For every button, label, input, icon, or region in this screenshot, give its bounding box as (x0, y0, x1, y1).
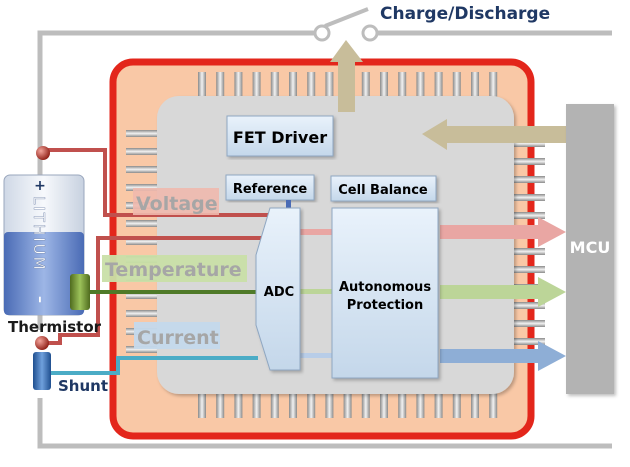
chip-pin-top (270, 72, 279, 98)
chip-pin-bottom (343, 392, 352, 418)
chip-pin-bottom (361, 392, 370, 418)
current-wire (50, 356, 258, 375)
chip-pin-top (416, 72, 425, 98)
chip-pin-bottom (234, 392, 243, 418)
temperature-label-bg (102, 255, 247, 282)
voltage-output-arrow (440, 217, 566, 247)
charge-arrow (330, 40, 363, 112)
thermistor-component (70, 274, 90, 310)
chip-pin-bottom (398, 392, 407, 418)
chip-pin-bottom (307, 392, 316, 418)
chip-pin-top (234, 72, 243, 98)
chip-pin-top (380, 72, 388, 98)
current-output-arrow (440, 341, 566, 371)
chip-pin-right (513, 248, 545, 255)
chip-pin-right (513, 320, 545, 327)
chip-pin-top (434, 72, 443, 98)
chip-pin-bottom (270, 392, 279, 418)
current-label: Current (137, 327, 219, 349)
chip-pin-left (126, 166, 158, 173)
current-internal-link (300, 353, 332, 358)
voltage-internal-link (300, 229, 332, 235)
chip-pin-top (289, 72, 297, 98)
adc-label: ADC (264, 285, 294, 300)
chip-pin-top (361, 72, 370, 98)
chip-pin-left (126, 346, 158, 353)
shunt-component (33, 352, 51, 390)
charge-discharge-switch (313, 7, 379, 42)
lithium-battery: + LITHIUM – (3, 174, 85, 316)
cell-balance-block (330, 175, 437, 202)
chip-pin-top (452, 72, 461, 98)
chip-pin-right (513, 158, 545, 165)
chip-pin-right (513, 302, 545, 309)
adc-block (255, 207, 301, 371)
chip-pin-top (216, 72, 225, 98)
charge-discharge-label: Charge/Discharge (380, 4, 550, 24)
reference-label: Reference (233, 182, 307, 197)
chip-pin-right (513, 194, 545, 201)
chip-pin-top (198, 72, 206, 98)
chip-pin-left (126, 130, 158, 137)
chip-pin-left (126, 220, 158, 227)
mcu-control-arrow (422, 119, 567, 150)
mcu-block (566, 104, 614, 394)
chip-pin-left (126, 184, 158, 191)
chip-pin-left (126, 292, 158, 299)
mcu-label: MCU (570, 238, 611, 257)
thermistor-label: Thermistor (8, 318, 102, 336)
voltage-label: Voltage (136, 193, 218, 215)
fet-driver-label: FET Driver (233, 128, 327, 147)
voltage-label-bg (133, 188, 219, 215)
battery-plus: + (34, 178, 46, 194)
chip-pin-right (513, 176, 545, 183)
chip-pin-right (513, 338, 545, 345)
chip-pin-bottom (452, 392, 461, 418)
chip-pin-bottom (216, 392, 225, 418)
cell-balance-label: Cell Balance (338, 183, 428, 198)
chip-pin-top (398, 72, 407, 98)
chip-pin-top (325, 72, 334, 98)
autonomous-label-line2: Protection (347, 298, 423, 313)
chip-pin-left (126, 148, 158, 155)
chip-pin-left (126, 310, 158, 317)
chip-pin-right (513, 212, 545, 219)
chip-pin-bottom (416, 392, 425, 418)
chip-pin-bottom (471, 392, 479, 418)
chip-pin-right (513, 266, 545, 273)
chip-pin-top (471, 72, 479, 98)
temperature-internal-link (300, 289, 332, 294)
battery-negative-terminal (35, 336, 49, 350)
current-label-bg (134, 322, 220, 349)
battery-brand: LITHIUM (30, 196, 48, 272)
chip-pin-bottom (489, 392, 498, 418)
chip-pin-top (307, 72, 316, 98)
chip-pin-top (252, 72, 261, 98)
autonomous-label-line1: Autonomous (339, 280, 431, 295)
chip-pin-bottom (289, 392, 297, 418)
shunt-label: Shunt (58, 377, 108, 395)
temperature-label: Temperature (105, 259, 242, 281)
chip-pin-bottom (198, 392, 206, 418)
reference-link (286, 200, 291, 210)
battery-positive-terminal (36, 146, 50, 160)
chip-pin-bottom (325, 392, 334, 418)
chip-pin-right (513, 140, 545, 147)
chip-pin-left (126, 238, 158, 245)
battery-minus: – (32, 296, 48, 303)
temperature-output-arrow (440, 277, 566, 307)
chip-pin-top (489, 72, 498, 98)
chip-pin-bottom (434, 392, 443, 418)
reference-block (225, 174, 315, 201)
autonomous-protection-block (331, 207, 439, 379)
chip-pin-bottom (380, 392, 388, 418)
chip-pin-bottom (252, 392, 261, 418)
fet-driver-block (226, 115, 334, 157)
